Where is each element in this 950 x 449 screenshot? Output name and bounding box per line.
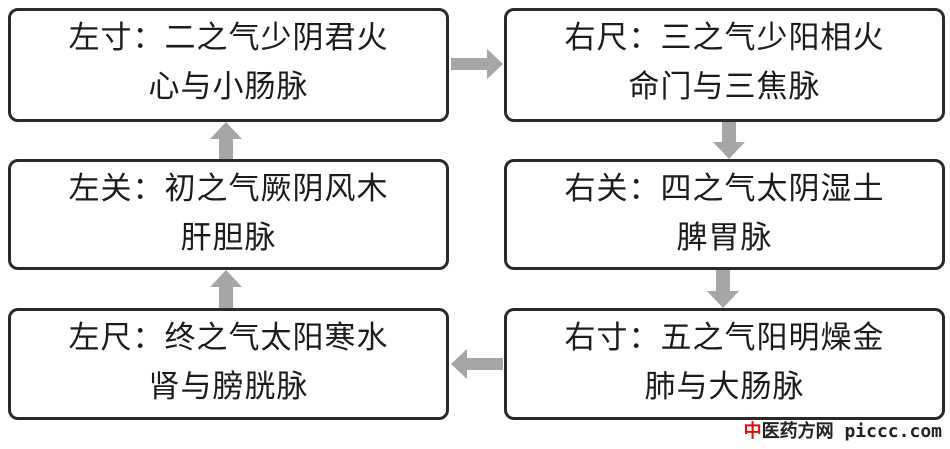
watermark-site-name: 医药方网 <box>761 421 834 442</box>
box-left-cun-title: 左寸：二之气少阴君火 <box>68 20 389 56</box>
arrow-up-lower <box>210 270 242 308</box>
watermark: 中医药方网 piccc.com <box>744 417 942 443</box>
watermark-accent-char: 中 <box>743 421 762 442</box>
box-left-chi-subtitle: 肾与膀胱脉 <box>148 369 309 405</box>
box-right-chi: 右尺：三之气少阳相火 命门与三焦脉 <box>504 8 945 122</box>
box-right-chi-subtitle: 命门与三焦脉 <box>628 69 821 105</box>
box-right-guan-subtitle: 脾胃脉 <box>676 220 773 256</box>
box-right-cun-subtitle: 肺与大肠脉 <box>644 369 805 405</box>
box-right-cun: 右寸：五之气阳明燥金 肺与大肠脉 <box>504 308 945 420</box>
arrow-up-upper <box>210 122 242 159</box>
arrow-right-top <box>451 49 503 79</box>
watermark-url: piccc.com <box>833 421 942 442</box>
box-right-guan: 右关：四之气太阴湿土 脾胃脉 <box>504 159 945 270</box>
arrow-down-lower <box>707 270 739 308</box>
box-left-chi: 左尺：终之气太阳寒水 肾与膀胱脉 <box>8 308 449 420</box>
box-left-chi-title: 左尺：终之气太阳寒水 <box>68 320 389 356</box>
box-right-guan-title: 右关：四之气太阴湿土 <box>564 171 885 207</box>
box-right-chi-title: 右尺：三之气少阳相火 <box>564 20 885 56</box>
box-left-guan-title: 左关：初之气厥阴风木 <box>68 171 389 207</box>
arrow-down-upper <box>713 122 745 159</box>
arrow-left-bottom <box>451 349 503 379</box>
box-right-cun-title: 右寸：五之气阳明燥金 <box>564 320 885 356</box>
box-left-guan-subtitle: 肝胆脉 <box>180 220 277 256</box>
box-left-guan: 左关：初之气厥阴风木 肝胆脉 <box>8 159 449 270</box>
box-left-cun: 左寸：二之气少阴君火 心与小肠脉 <box>8 8 449 122</box>
box-left-cun-subtitle: 心与小肠脉 <box>148 69 309 105</box>
